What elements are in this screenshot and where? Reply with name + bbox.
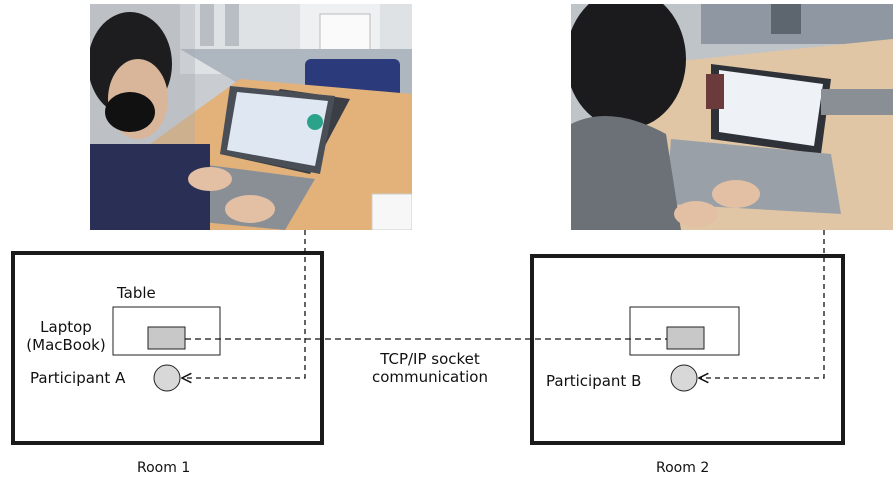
photo-b-to-participant-b-arrow: [699, 230, 825, 378]
photo-participant-a-drawing: [90, 4, 412, 230]
laptop-label-line2: (MacBook): [26, 336, 106, 354]
laptop-label-line1: Laptop: [40, 318, 92, 336]
participant-a-label: Participant A: [30, 369, 126, 387]
room-2-laptop: [666, 326, 705, 350]
participant-b-label: Participant B: [546, 372, 642, 390]
table-label: Table: [117, 284, 156, 302]
connection-label: TCP/IP socket communication: [350, 350, 510, 386]
participant-a-marker: [153, 364, 181, 392]
room-2-label: Room 2: [656, 460, 710, 476]
connection-label-line2: communication: [371, 368, 488, 386]
photo-participant-a: [90, 4, 412, 230]
laptop-label: Laptop (MacBook): [18, 318, 114, 354]
room-1-label: Room 1: [137, 460, 191, 476]
photo-participant-b-drawing: [571, 4, 893, 230]
participant-b-marker: [670, 364, 698, 392]
photo-a-to-participant-a-arrow: [182, 230, 306, 378]
connection-label-line1: TCP/IP socket: [380, 350, 480, 368]
room-1-box: [11, 251, 324, 445]
room-2-box: [530, 254, 845, 445]
photo-participant-b: [571, 4, 893, 230]
room-1-laptop: [147, 326, 186, 350]
